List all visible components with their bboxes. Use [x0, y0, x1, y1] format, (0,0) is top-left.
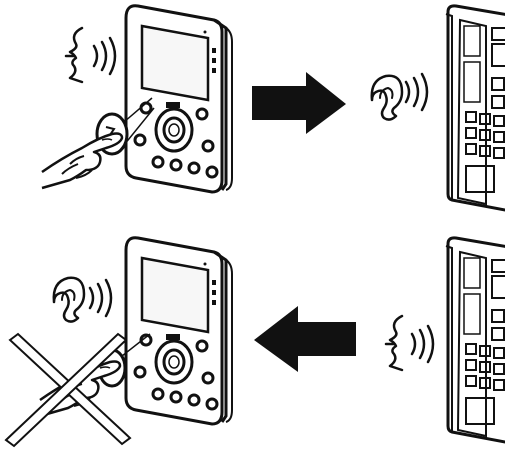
indoor-monitor-bottom [124, 236, 234, 426]
top-row [40, 4, 505, 216]
hand-press-talk-button-icon [40, 132, 124, 190]
sound-waves-icon [404, 72, 429, 112]
speaking-mouth-icon [64, 26, 84, 84]
outdoor-panel-bottom [444, 236, 505, 448]
outdoor-panel-top [444, 4, 505, 216]
sound-waves-icon [92, 36, 117, 76]
left-arrow-icon [254, 306, 356, 372]
sound-waves-icon [410, 324, 435, 364]
right-arrow-icon [252, 72, 346, 134]
ear-icon [52, 276, 86, 323]
speaking-mouth-icon [384, 314, 404, 372]
sound-waves-icon [88, 278, 113, 318]
indoor-monitor-top [124, 4, 234, 194]
bottom-row [4, 236, 505, 448]
cross-out-icon [4, 332, 132, 448]
ear-icon [370, 74, 404, 121]
